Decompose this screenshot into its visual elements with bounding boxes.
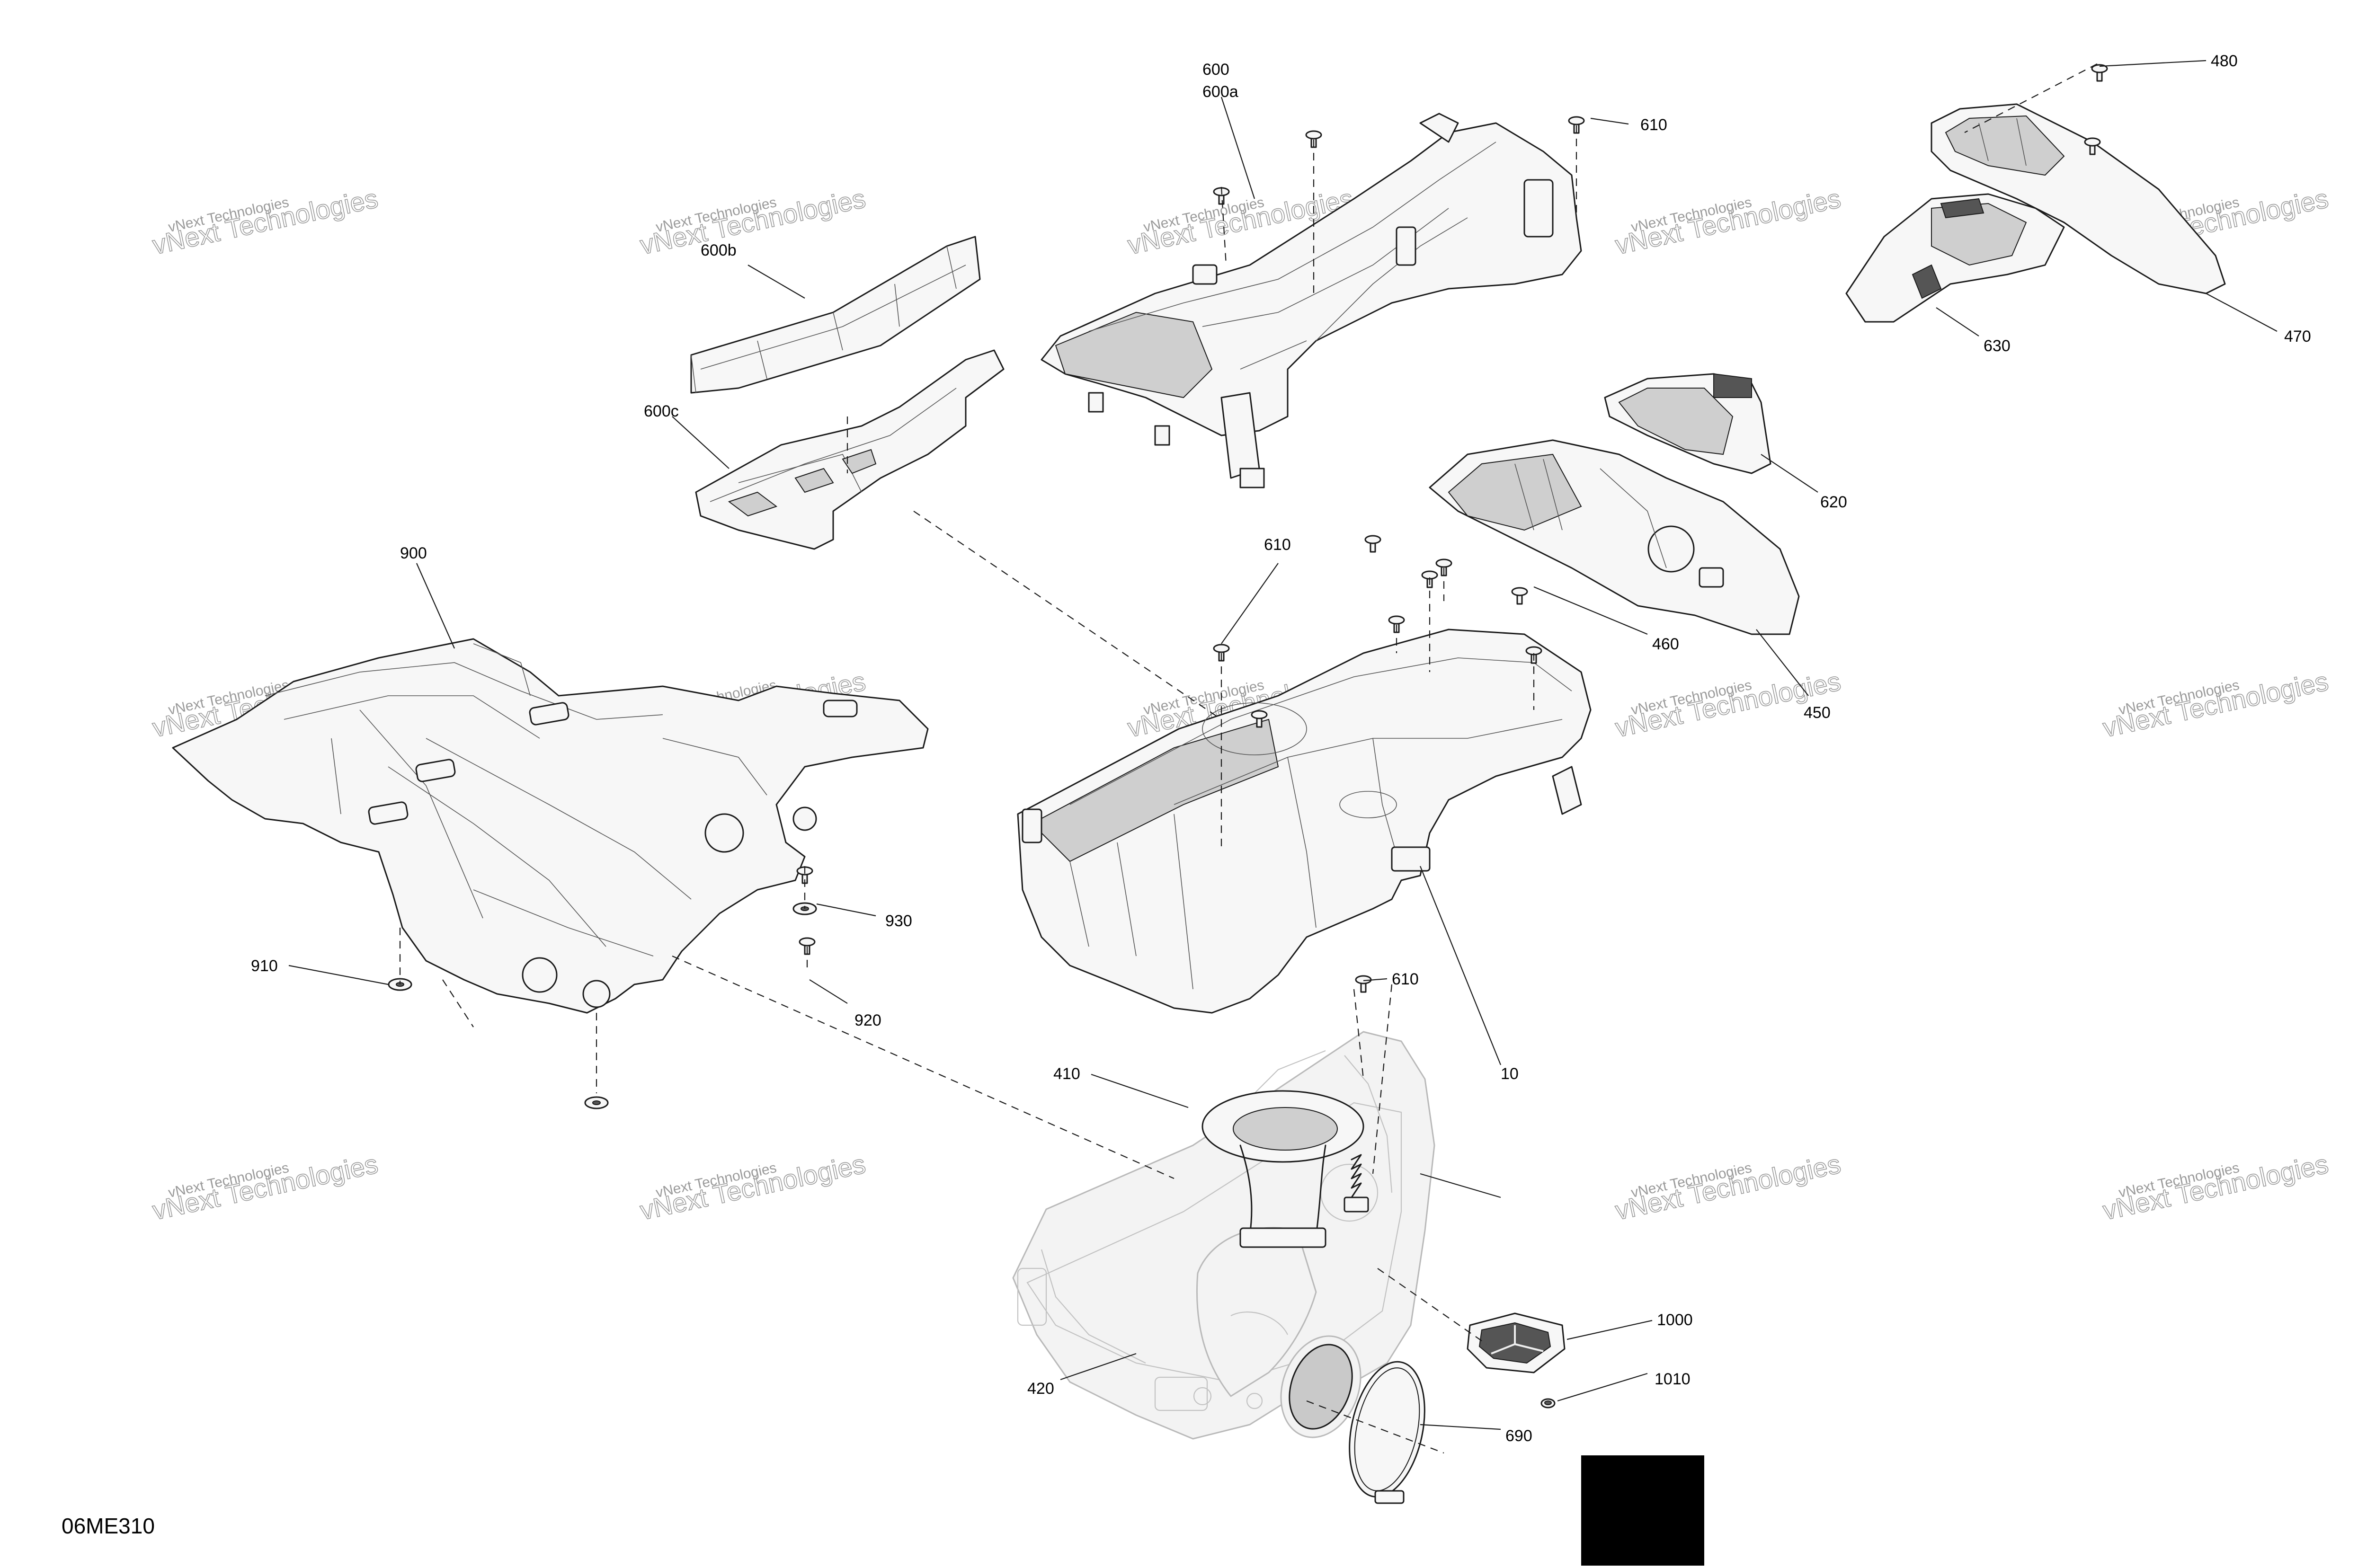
part-600-intake-channel	[1041, 113, 1582, 488]
callout-10: 10	[1501, 1065, 1519, 1083]
screw-icon	[1251, 710, 1268, 728]
corner-block	[1581, 1455, 1704, 1566]
part-900-skid-plate	[172, 638, 929, 1014]
screw-icon	[1364, 535, 1381, 553]
part-10-upper-airbox	[1017, 629, 1592, 1014]
leader-lines	[288, 60, 2278, 1430]
callout-910: 910	[251, 957, 278, 975]
callout-920: 920	[854, 1011, 881, 1029]
callout-620: 620	[1820, 493, 1847, 511]
callout-460: 460	[1652, 635, 1679, 653]
callout-900: 900	[400, 544, 427, 562]
callout-450: 450	[1804, 704, 1831, 722]
callout-930: 930	[885, 912, 912, 930]
part-410-funnel	[1201, 1090, 1364, 1248]
part-690-clamp	[1349, 1361, 1425, 1504]
callout-410: 410	[1053, 1065, 1080, 1083]
part-630-vent-housing	[1845, 193, 2065, 323]
part-420-intake-tube	[1196, 1227, 1361, 1438]
screw-icon	[2091, 64, 2108, 82]
part-470-panel	[1931, 103, 2226, 294]
part-450-grille	[1429, 439, 1800, 635]
spring-fastener	[1344, 1154, 1369, 1213]
callout-610-low: 610	[1392, 970, 1419, 988]
screw-icon	[2084, 137, 2101, 155]
screw-icon	[1355, 975, 1372, 993]
part-620-vent	[1604, 373, 1771, 474]
callout-600b: 600b	[701, 241, 737, 259]
callout-480: 480	[2211, 52, 2238, 70]
callout-600a: 600a	[1202, 83, 1238, 101]
callout-1010: 1010	[1655, 1370, 1691, 1388]
part-600b-pad	[690, 236, 981, 394]
callout-420: 420	[1027, 1380, 1054, 1398]
callout-610-top: 610	[1640, 116, 1667, 134]
diagram-code: 06ME310	[62, 1514, 155, 1538]
screw-icon	[1511, 587, 1528, 605]
callout-630: 630	[1984, 337, 2011, 355]
part-1000-cap	[1467, 1312, 1566, 1373]
callout-labels: 600 600a 600b 600c 610 480 470 630 620 4…	[251, 52, 2311, 1445]
callout-600: 600	[1202, 61, 1229, 79]
part-600c-frame	[695, 349, 1005, 550]
callout-470: 470	[2284, 328, 2311, 345]
part-1010-grommet	[1540, 1398, 1556, 1409]
washer-hole	[592, 1100, 601, 1105]
callout-610-mid: 610	[1264, 536, 1291, 554]
callout-690: 690	[1505, 1427, 1532, 1445]
callout-600c: 600c	[644, 402, 679, 420]
callout-1000: 1000	[1657, 1311, 1693, 1329]
assembly-lines	[399, 63, 2098, 1454]
